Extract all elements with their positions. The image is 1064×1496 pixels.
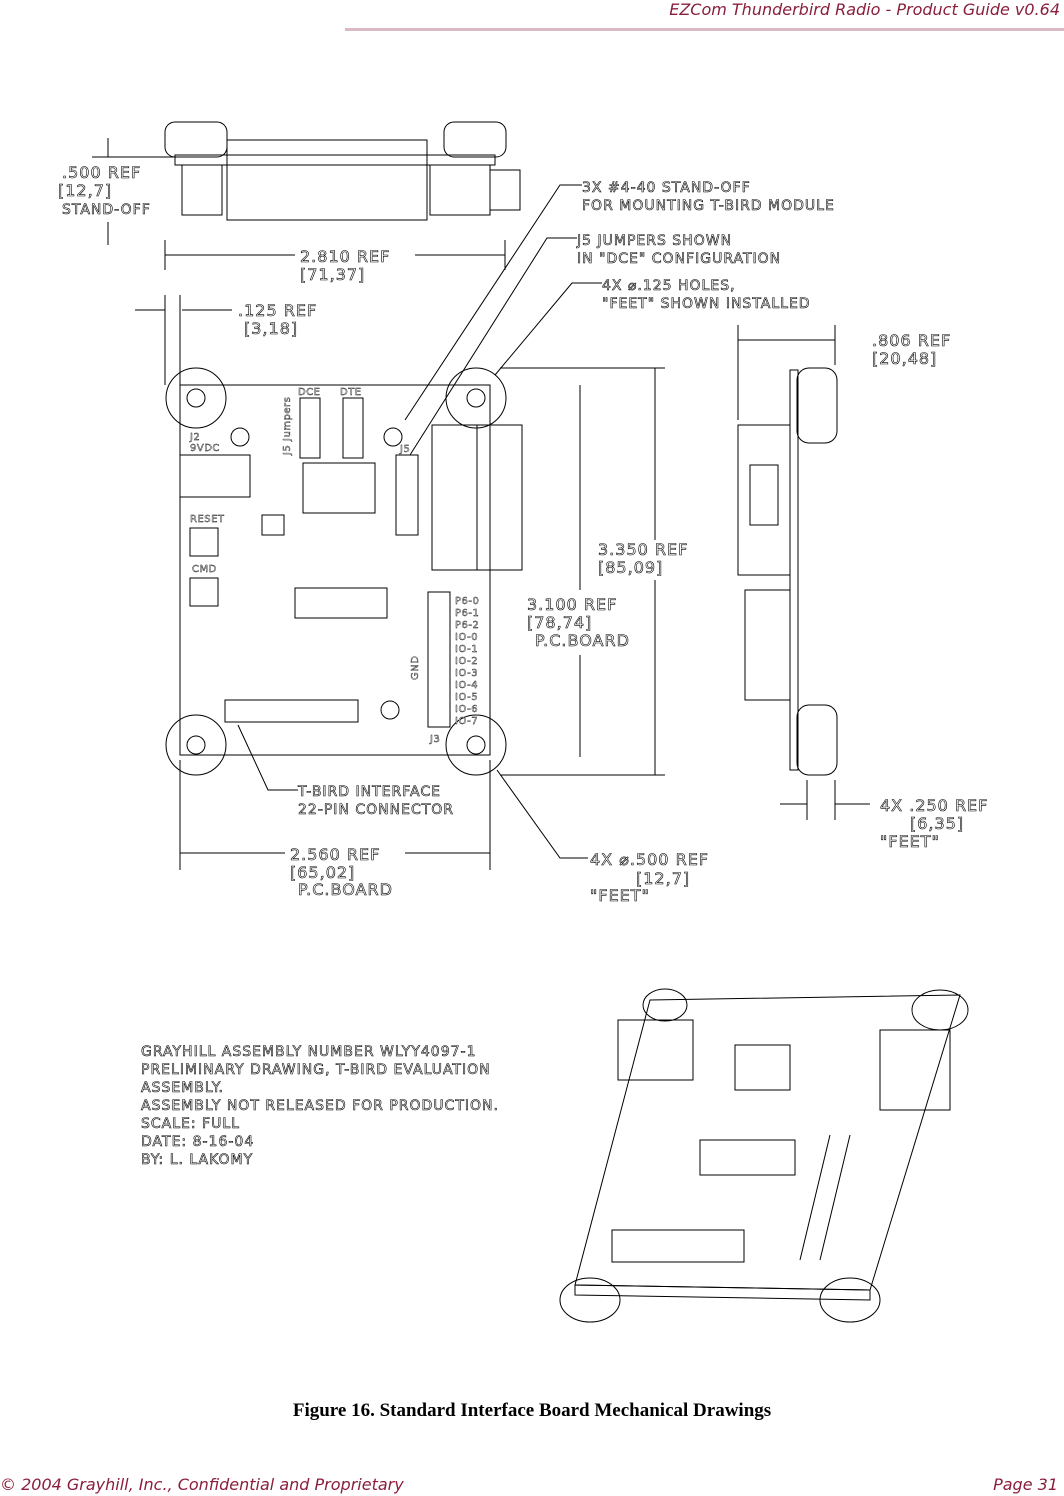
hole-offset-dim: .125 REF (238, 301, 317, 320)
pin-label: P6-1 (455, 608, 479, 619)
pin-label: P6-2 (455, 620, 479, 631)
overall-height-mm: [85,09] (598, 558, 663, 577)
pin-label: IO-5 (455, 692, 478, 703)
note-line: PRELIMINARY DRAWING, T-BIRD EVALUATION (141, 1062, 491, 1078)
isometric-view (559, 988, 969, 1323)
footer-copyright: © 2004 Grayhill, Inc., Confidential and … (0, 1475, 404, 1494)
side-depth-mm: [20,48] (872, 349, 937, 368)
callout-holes-2: "FEET" SHOWN INSTALLED (602, 296, 811, 312)
callout-jumpers-2: IN "DCE" CONFIGURATION (577, 251, 781, 267)
feet-height-mm: [6,35] (910, 814, 964, 833)
pin-label: IO-2 (455, 656, 478, 667)
pin-label: IO-1 (455, 644, 478, 655)
label-dte: DTE (340, 387, 362, 398)
side-view (737, 325, 870, 820)
standoff-height-dim: .500 REF (62, 163, 141, 182)
pin-labels: P6-0 P6-1 P6-2 IO-0 IO-1 IO-2 IO-3 IO-4 … (455, 596, 479, 727)
feet-dia-dim: 4X ⌀.500 REF (590, 850, 709, 869)
pin-label: IO-6 (455, 704, 478, 715)
label-j5-jumpers: J5 Jumpers (282, 397, 293, 456)
feet-height-dim: 4X .250 REF (880, 796, 988, 815)
note-line: SCALE: FULL (141, 1116, 240, 1132)
board-height-label: P.C.BOARD (535, 631, 630, 650)
callout-standoff-2: FOR MOUNTING T-BIRD MODULE (582, 198, 835, 214)
pin-label: P6-0 (455, 596, 479, 607)
note-line: GRAYHILL ASSEMBLY NUMBER WLYY4097-1 (141, 1044, 476, 1060)
note-line: ASSEMBLY. (141, 1080, 224, 1096)
note-line: DATE: 8-16-04 (141, 1134, 254, 1150)
callout-tbird-2: 22-PIN CONNECTOR (298, 802, 454, 818)
overall-width-mm: [71,37] (300, 265, 365, 284)
top-elevation-view (92, 121, 521, 270)
label-cmd: CMD (192, 564, 217, 575)
label-9vdc: 9VDC (190, 443, 220, 454)
label-reset: RESET (190, 514, 225, 525)
board-width-mm: [65,02] (290, 863, 355, 882)
pin-label: IO-4 (455, 680, 478, 691)
overall-height-dim: 3.350 REF (598, 540, 688, 559)
header-title: EZCom Thunderbird Radio - Product Guide … (669, 0, 1060, 19)
pin-label: IO-7 (455, 716, 478, 727)
standoff-label: STAND-OFF (62, 202, 151, 218)
drawing-notes: GRAYHILL ASSEMBLY NUMBER WLYY4097-1 PREL… (141, 1044, 499, 1169)
board-height-dim: 3.100 REF (527, 595, 617, 614)
figure-caption: Figure 16. Standard Interface Board Mech… (292, 1400, 772, 1421)
pin-label: IO-0 (455, 632, 478, 643)
note-line: ASSEMBLY NOT RELEASED FOR PRODUCTION. (141, 1098, 499, 1114)
feet-height-label: "FEET" (880, 832, 940, 851)
header-rule (345, 28, 1064, 31)
standoff-height-mm: [12,7] (58, 181, 112, 200)
label-j2: J2 (189, 432, 200, 443)
label-j5: J5 (399, 444, 410, 455)
board-height-mm: [78,74] (527, 613, 592, 632)
label-gnd: GND (410, 656, 421, 680)
feet-dia-label: "FEET" (590, 886, 650, 905)
label-j3: J3 (429, 734, 440, 745)
callout-tbird-1: T-BIRD INTERFACE (297, 784, 441, 800)
feet-dia-mm: [12,7] (636, 869, 690, 888)
callout-jumpers-1: J5 JUMPERS SHOWN (576, 233, 732, 249)
board-width-label: P.C.BOARD (298, 880, 393, 899)
label-dce: DCE (298, 387, 321, 398)
callout-holes-1: 4X ⌀.125 HOLES, (602, 278, 736, 294)
plan-view-board (165, 367, 523, 776)
side-depth-dim: .806 REF (872, 331, 951, 350)
callout-standoff-1: 3X #4-40 STAND-OFF (582, 180, 751, 196)
hole-offset-mm: [3,18] (244, 319, 298, 338)
board-width-dim: 2.560 REF (290, 845, 380, 864)
pin-label: IO-3 (455, 668, 478, 679)
footer-page-number: Page 31 (993, 1475, 1058, 1494)
note-line: BY: L. LAKOMY (141, 1152, 253, 1168)
overall-width-dim: 2.810 REF (300, 247, 390, 266)
